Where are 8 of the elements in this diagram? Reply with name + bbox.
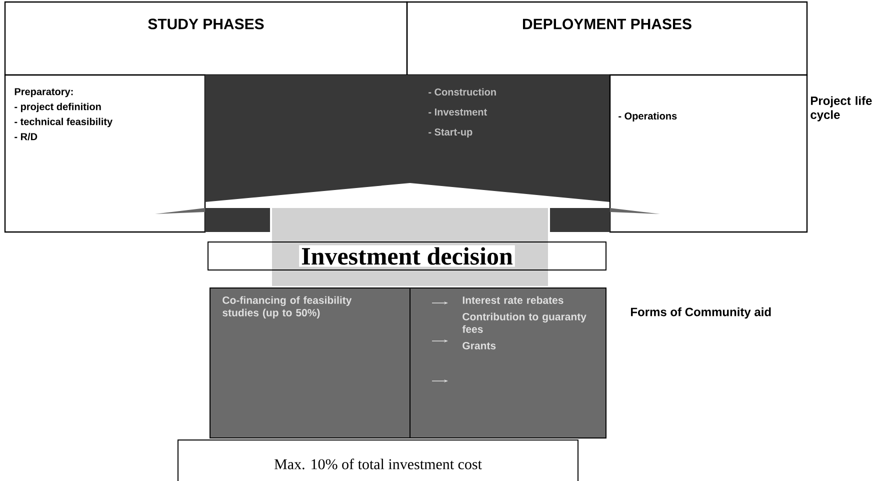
phase-panel: - Construction - Investment - Start-up [205,75,610,202]
cost-box: Max. 10% of total investment cost [178,440,578,481]
side-label: Project life cycle [810,96,872,122]
aid-panel: Co-financing of feasibility studies (up to 50%) [210,288,410,438]
phase-panel: - Operations [609,74,808,233]
phase-panel: Preparatory: - project definition - technical feasibility - R/D [4,74,206,233]
aid-panel: Interest rate rebates Contribution to guaranty fees Grants [410,288,606,438]
side-label: Forms of Community aid [631,307,771,319]
